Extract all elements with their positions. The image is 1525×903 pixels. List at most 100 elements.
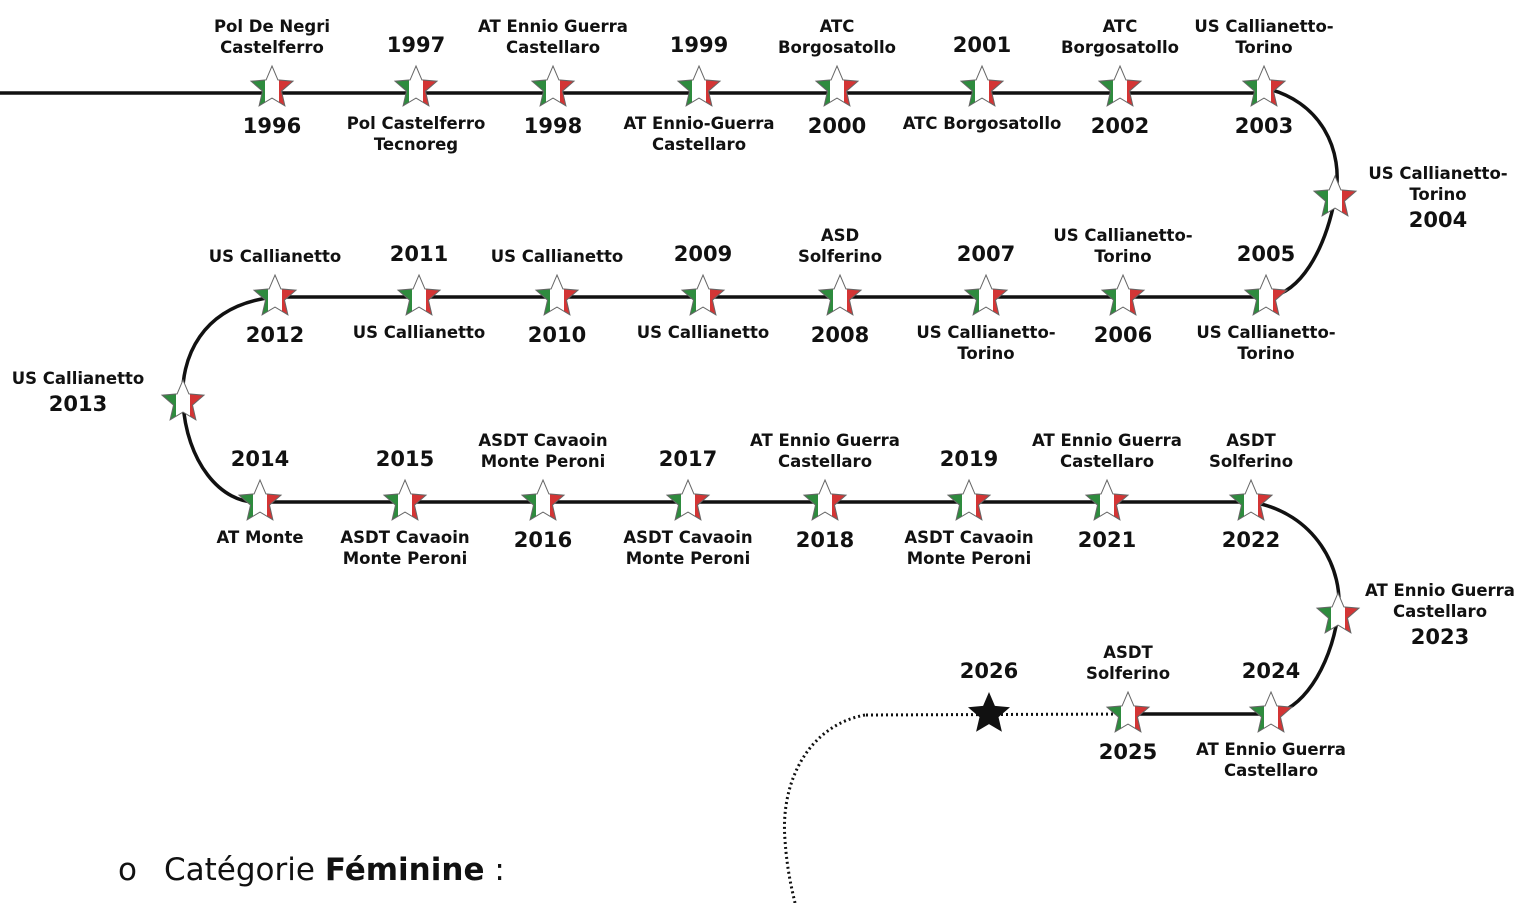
- club-name: ATC Borgosatollo: [1060, 17, 1180, 57]
- year-label: 2013: [48, 392, 108, 416]
- club-name: ASDT Cavaoin Monte Peroni: [340, 528, 470, 568]
- year-label: 2005: [1236, 242, 1296, 266]
- category-name: Féminine: [324, 852, 485, 888]
- timeline-entry-label: AT Ennio-Guerra Castellaro: [589, 113, 809, 155]
- club-name: AT Ennio Guerra Castellaro: [478, 17, 628, 57]
- club-name: ATC Borgosatollo: [902, 114, 1062, 133]
- timeline-entry-label: 1999: [589, 30, 809, 60]
- timeline-entry-label: 2022: [1141, 527, 1361, 553]
- year-label: 2007: [956, 242, 1016, 266]
- timeline-entry-label: ASDT Cavaoin Monte Peroni: [433, 430, 653, 472]
- timeline-entry-label: ASDT Cavaoin Monte Peroni: [578, 527, 798, 569]
- timeline-entry-label: 2016: [433, 527, 653, 553]
- club-name: US Callianetto- Torino: [1196, 323, 1336, 363]
- timeline-entry-label: US Callianetto- Torino: [1013, 225, 1233, 267]
- timeline-entry-label: 2018: [715, 527, 935, 553]
- timeline-entry-label: AT Ennio Guerra Castellaro: [997, 430, 1217, 472]
- timeline-entry-label: 2024: [1161, 656, 1381, 686]
- year-label: 2024: [1241, 659, 1301, 683]
- bullet-marker: o: [118, 852, 137, 888]
- timeline-entry-label: US Callianetto: [309, 322, 529, 343]
- year-label: 2000: [807, 114, 867, 138]
- timeline-entry-label: 2000: [727, 113, 947, 139]
- year-label: 1996: [242, 114, 302, 138]
- timeline-entry-label: AT Ennio Guerra Castellaro: [1161, 739, 1381, 781]
- timeline-entry-label: US Callianetto: [165, 246, 385, 267]
- timeline-entry-label: 1998: [443, 113, 663, 139]
- timeline-entry-label: AT Ennio Guerra Castellaro 2023: [1330, 580, 1525, 652]
- timeline-entry-label: 2001: [872, 30, 1092, 60]
- timeline-entry-label: Pol De Negri Castelferro: [162, 16, 382, 58]
- year-label: 2019: [939, 447, 999, 471]
- year-label: 2009: [673, 242, 733, 266]
- timeline-entry-label: 2005: [1156, 239, 1376, 269]
- year-label: 2017: [658, 447, 718, 471]
- timeline-entry-label: ASD Solferino: [730, 225, 950, 267]
- club-name: US Callianetto: [208, 247, 342, 266]
- timeline-entry-label: 1996: [162, 113, 382, 139]
- timeline-entry-label: 2010: [447, 322, 667, 348]
- timeline-entry-label: ASDT Solferino: [1018, 642, 1238, 684]
- timeline-entry-label: US Callianetto: [593, 322, 813, 343]
- club-name: Pol De Negri Castelferro: [213, 17, 331, 57]
- timeline-entry-label: ASDT Cavaoin Monte Peroni: [859, 527, 1079, 569]
- year-label: 1997: [386, 33, 446, 57]
- year-label: 2021: [1077, 528, 1137, 552]
- club-name: ASDT Solferino: [1208, 431, 1294, 471]
- timeline-entry-label: Pol Castelferro Tecnoreg: [306, 113, 526, 155]
- club-name: US Callianetto: [11, 369, 145, 388]
- year-label: 2026: [959, 659, 1019, 683]
- club-name: Pol Castelferro Tecnoreg: [346, 114, 486, 154]
- timeline-entry-label: 2015: [295, 444, 515, 474]
- timeline-entry-label: US Callianetto- Torino: [1154, 16, 1374, 58]
- timeline-entry-label: 1997: [306, 30, 526, 60]
- timeline-entry-label: 2002: [1010, 113, 1230, 139]
- future-star-icon: [968, 692, 1010, 732]
- timeline-entry-label: 2011: [309, 239, 529, 269]
- timeline-entry-label: US Callianetto- Torino: [876, 322, 1096, 364]
- club-name: US Callianetto- Torino: [1194, 17, 1334, 57]
- year-label: 2025: [1098, 740, 1158, 764]
- category-prefix: Catégorie: [164, 852, 325, 888]
- timeline-entry-label: 2026: [879, 656, 1099, 686]
- timeline-entry-label: 2008: [730, 322, 950, 348]
- timeline-entry-label: AT Ennio Guerra Castellaro: [715, 430, 935, 472]
- year-label: 2018: [795, 528, 855, 552]
- timeline-entry-label: ATC Borgosatollo: [727, 16, 947, 58]
- timeline-entry-label: 2014: [150, 444, 370, 474]
- club-name: ASD Solferino: [797, 226, 883, 266]
- year-label: 2010: [527, 323, 587, 347]
- year-label: 2015: [375, 447, 435, 471]
- club-name: ATC Borgosatollo: [777, 17, 897, 57]
- club-name: US Callianetto: [636, 323, 770, 342]
- club-name: US Callianetto: [490, 247, 624, 266]
- year-label: 2004: [1408, 208, 1468, 232]
- club-name: US Callianetto- Torino: [1368, 164, 1508, 204]
- club-name: US Callianetto- Torino: [1053, 226, 1193, 266]
- timeline-entry-label: 2017: [578, 444, 798, 474]
- club-name: AT Ennio Guerra Castellaro: [1365, 581, 1515, 621]
- timeline-entry-label: AT Ennio Guerra Castellaro: [443, 16, 663, 58]
- club-name: AT Ennio-Guerra Castellaro: [623, 114, 775, 154]
- timeline-entry-label: 2006: [1013, 322, 1233, 348]
- timeline-entry-label: 2003: [1154, 113, 1374, 139]
- club-name: US Callianetto- Torino: [916, 323, 1056, 363]
- club-name: AT Monte: [216, 528, 304, 547]
- year-label: 2001: [952, 33, 1012, 57]
- timeline-entry-label: ASDT Cavaoin Monte Peroni: [295, 527, 515, 569]
- year-label: 2002: [1090, 114, 1150, 138]
- timeline-entry-label: 2009: [593, 239, 813, 269]
- year-label: 2023: [1410, 625, 1470, 649]
- timeline-entry-label: US Callianetto 2013: [0, 368, 188, 419]
- year-label: 1998: [523, 114, 583, 138]
- club-name: AT Ennio Guerra Castellaro: [750, 431, 900, 471]
- year-label: 2014: [230, 447, 290, 471]
- timeline-entry-label: US Callianetto- Torino 2004: [1328, 163, 1525, 235]
- timeline-entry-label: 2007: [876, 239, 1096, 269]
- year-label: 2022: [1221, 528, 1281, 552]
- year-label: 2006: [1093, 323, 1153, 347]
- club-name: AT Ennio Guerra Castellaro: [1196, 740, 1346, 780]
